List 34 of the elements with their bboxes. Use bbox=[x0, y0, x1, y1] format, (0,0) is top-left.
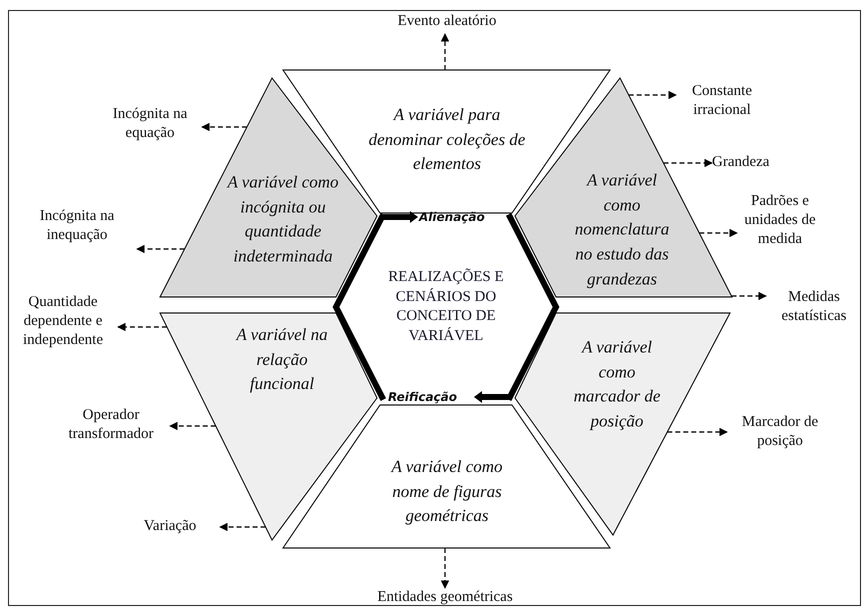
segment-text: A variável como nomenclatura no estudo das grandezas bbox=[574, 169, 670, 290]
dashed-arrow bbox=[440, 548, 450, 589]
segment-text: A variável para denominar coleções de elementos bbox=[368, 104, 526, 176]
hexagon-title: REALIZAÇÕES E CENÁRIOS DO CONCEITO DE VARIÁVEL bbox=[387, 268, 505, 346]
cycle-label: Reificação bbox=[388, 390, 458, 404]
segment-text: A variável como marcador de posição bbox=[572, 336, 662, 433]
outcome-text: Incógnita na inequação bbox=[18, 207, 136, 244]
dashed-arrow bbox=[201, 122, 247, 132]
cycle-label: Alienação bbox=[419, 210, 485, 224]
segment-text: A variável como nome de figuras geométricas bbox=[390, 456, 504, 528]
dashed-arrow bbox=[732, 292, 767, 300]
segment-text: A variável na relação funcional bbox=[234, 324, 329, 396]
segment-text: A variável como incógnita ou quantidade indeterminada bbox=[226, 172, 340, 268]
outcome-text: Operador transformador bbox=[52, 406, 170, 444]
outcome-text: Marcador de posição bbox=[727, 413, 833, 450]
outcome-text: Entidades geométricas bbox=[370, 588, 520, 607]
outcome-text: Evento aleatório bbox=[372, 12, 522, 31]
dashed-arrow bbox=[219, 522, 266, 532]
outcome-text: Grandeza bbox=[712, 153, 782, 172]
dashed-arrow bbox=[628, 90, 677, 100]
outcome-text: Padrões e unidades de medida bbox=[737, 192, 823, 248]
dashed-arrow bbox=[667, 428, 728, 436]
outcome-text: Quantidade dependente e independente bbox=[9, 293, 117, 350]
dashed-arrow bbox=[663, 158, 713, 168]
outcome-text: Variação bbox=[120, 517, 220, 536]
dashed-arrow bbox=[117, 322, 167, 332]
outcome-text: Constante irracional bbox=[676, 82, 768, 120]
outcome-text: Medidas estatísticas bbox=[766, 288, 862, 326]
segment-shape bbox=[515, 313, 730, 535]
dashed-arrow bbox=[440, 33, 450, 70]
dashed-arrow bbox=[136, 244, 185, 254]
outcome-text: Incógnita na equação bbox=[98, 105, 202, 142]
dashed-arrow bbox=[169, 422, 216, 430]
dashed-arrow bbox=[699, 228, 738, 238]
